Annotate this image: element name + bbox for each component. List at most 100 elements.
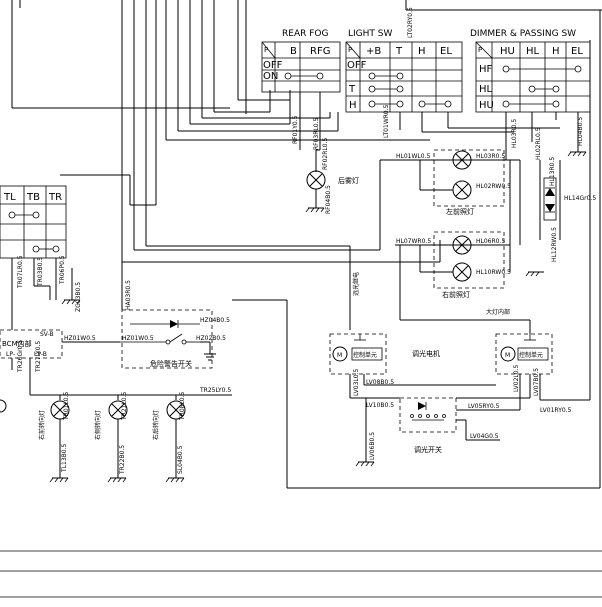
wire-hl12rw: HL12RW0.5 xyxy=(551,227,558,262)
wire-hl06: HL06R0.5 xyxy=(476,238,505,245)
wire-hl14gr: HL14Gr0.5 xyxy=(564,195,596,202)
dimmer-col-p: P xyxy=(478,46,482,54)
bcm-sv: SV-B xyxy=(40,331,54,338)
light-sw-col-b: +B xyxy=(366,46,381,57)
dimmer-passing-switch: DIMMER & PASSING SW P HU HL H EL HF HL H… xyxy=(470,29,591,113)
dimmer-row-hf: HF xyxy=(479,64,493,75)
rear-fog-col-rfg: RFG xyxy=(310,46,330,57)
backbone-wires xyxy=(11,0,602,489)
wire-hl03rl: HL03R0.5 xyxy=(511,119,518,148)
hazard-switch: 危险警告开关 xyxy=(120,262,216,369)
rear-fog-row-off: OFF xyxy=(263,60,283,71)
light-sw-col-p: P xyxy=(348,46,352,54)
rear-fog-row-on: ON xyxy=(263,71,278,82)
wire-tr22b: TR22B0.5 xyxy=(119,445,126,475)
motor-m-right: M xyxy=(505,352,510,359)
dimmer-motor-left: M 控制单元 xyxy=(329,333,387,398)
turn-col-tb: TB xyxy=(26,192,40,203)
dimmer-motor-label: 调光电机 xyxy=(412,349,440,358)
turn-col-tl: TL xyxy=(3,192,16,203)
bcm-lp2: LP-B xyxy=(34,351,47,358)
wire-hl01wl: HL01WL0.5 xyxy=(396,153,430,160)
diode-block xyxy=(539,160,561,240)
wire-hl13: HL13R0.5 xyxy=(549,157,556,186)
bcm-block: BCM内部 SV-B LP- LP-B xyxy=(0,329,232,396)
wire-hz02b: HZ02B0.5 xyxy=(196,335,226,342)
light-sw-col-el: EL xyxy=(440,46,452,57)
wire-lv08b: LV08B0.5 xyxy=(366,379,394,386)
wire-lv05r: LV05RY0.5 xyxy=(468,403,500,410)
wire-tr08l: TR08L0.5 xyxy=(179,391,186,421)
light-sw-col-t: T xyxy=(395,46,403,57)
rear-fog-col-p: P xyxy=(264,46,268,54)
wire-lv01r: LV01RY0.5 xyxy=(540,407,572,414)
wire-zg03b: ZG03B0.5 xyxy=(75,282,82,312)
rs-turn-label: 右侧转向灯 xyxy=(94,410,102,440)
motor-m-left: M xyxy=(337,352,342,359)
wire-hz04b: HZ04B0.5 xyxy=(200,317,230,324)
dimmer-col-hu: HU xyxy=(500,46,515,57)
wire-tl13b: TL13B0.5 xyxy=(61,444,68,473)
wire-tr26gr: TR26Gr0.5 xyxy=(17,340,24,373)
wire-lv07b: LV07B0.5 xyxy=(533,368,540,396)
beam-relay-label: 远光继电 xyxy=(352,272,360,296)
wire-lv06b: LV06B0.5 xyxy=(369,432,376,460)
wire-hl02rw: HL02RW0.5 xyxy=(476,183,511,190)
wire-tr27ly: TR27LY0.5 xyxy=(35,341,42,373)
control-unit-right-label: 控制单元 xyxy=(519,351,543,359)
rr-turn-lamp: 右后转向灯 xyxy=(152,400,186,483)
wire-tr03b: TR03B0.5 xyxy=(37,257,44,287)
wire-rf03rl: RF03RL0.5 xyxy=(313,118,320,150)
wire-tr01l: TR01L0.5 xyxy=(63,391,70,421)
light-sw-row-off: OFF xyxy=(347,60,367,71)
wire-tr07l: TR07LR0.5 xyxy=(17,255,24,289)
rear-fog-switch: REAR FOG P B RFG OFF ON xyxy=(261,29,341,93)
dimmer-row-hl: HL xyxy=(479,84,493,95)
wire-rf01y: RF01Y0.5 xyxy=(292,115,299,144)
right-headlamp-label: 右前照灯 xyxy=(442,290,470,299)
ground-symbols-right xyxy=(525,148,587,277)
right-headlamp: 右前照灯 xyxy=(419,231,505,299)
turn-switch: TL TB TR xyxy=(0,185,81,330)
wire-lv10b: LV10B0.5 xyxy=(366,402,394,409)
rr-turn-label: 右后转向灯 xyxy=(152,410,160,440)
wire-lv04g: LV04G0.5 xyxy=(470,433,499,440)
bcm-lp: LP- xyxy=(6,351,15,358)
rf-turn-lamp: 右前转向灯 xyxy=(38,400,70,483)
wire-labels: RF01Y0.5 RF03RL0.5 RF02RL0.5 RF04B0.5 LT… xyxy=(17,7,596,475)
turn-lamps: 右前转向灯 右侧转向灯 右后转向灯 xyxy=(0,395,186,483)
dimmer-switch: 调光开关 xyxy=(350,384,530,467)
rf-turn-label: 右前转向灯 xyxy=(38,410,46,440)
left-headlamp: 左前照灯 xyxy=(419,149,505,216)
dimmer-switch-label: 调光开关 xyxy=(414,445,442,454)
wire-hz01w-b: HZ01W0.5 xyxy=(64,335,96,342)
dimmer-col-hl: HL xyxy=(526,46,540,57)
wire-lt01wr: LT01WR0.5 xyxy=(383,104,390,138)
wire-hl03: HL03R0.5 xyxy=(476,153,505,160)
wire-rf04b: RF04B0.5 xyxy=(325,185,332,214)
wire-lv02: LV02L0.5 xyxy=(513,365,520,392)
control-unit-left-label: 控制单元 xyxy=(353,351,377,359)
lamp-relay-label: 大灯内部 xyxy=(486,308,510,316)
wire-hl04b: HL04B0.5 xyxy=(577,117,584,146)
bottom-rules xyxy=(0,550,602,598)
wire-hl02r: HL02RL0.5 xyxy=(535,127,542,160)
dimmer-col-el: EL xyxy=(571,46,583,57)
wire-hl07wr: HL07WR0.5 xyxy=(396,238,431,245)
rear-fog-lamp-label: 后雾灯 xyxy=(338,176,359,185)
bcm-label: BCM内部 xyxy=(2,339,32,348)
left-headlamp-label: 左前照灯 xyxy=(446,207,474,216)
wire-rf02r: RF02RL0.5 xyxy=(322,138,329,170)
rs-turn-lamp: 右侧转向灯 xyxy=(94,400,128,483)
rear-fog-col-b: B xyxy=(290,46,297,57)
rear-fog-title: REAR FOG xyxy=(282,29,328,39)
wire-tr21l: TR21L0.5 xyxy=(121,391,128,421)
dimmer-motor-right: M 控制单元 xyxy=(495,333,553,410)
wire-lt02r: LT02RY0.5 xyxy=(407,7,414,38)
dimmer-col-h: H xyxy=(552,46,560,57)
wire-tr06p: TR06P0.5 xyxy=(59,255,66,285)
dimmer-row-hu: HU xyxy=(479,100,494,111)
turn-col-tr: TR xyxy=(48,192,62,203)
